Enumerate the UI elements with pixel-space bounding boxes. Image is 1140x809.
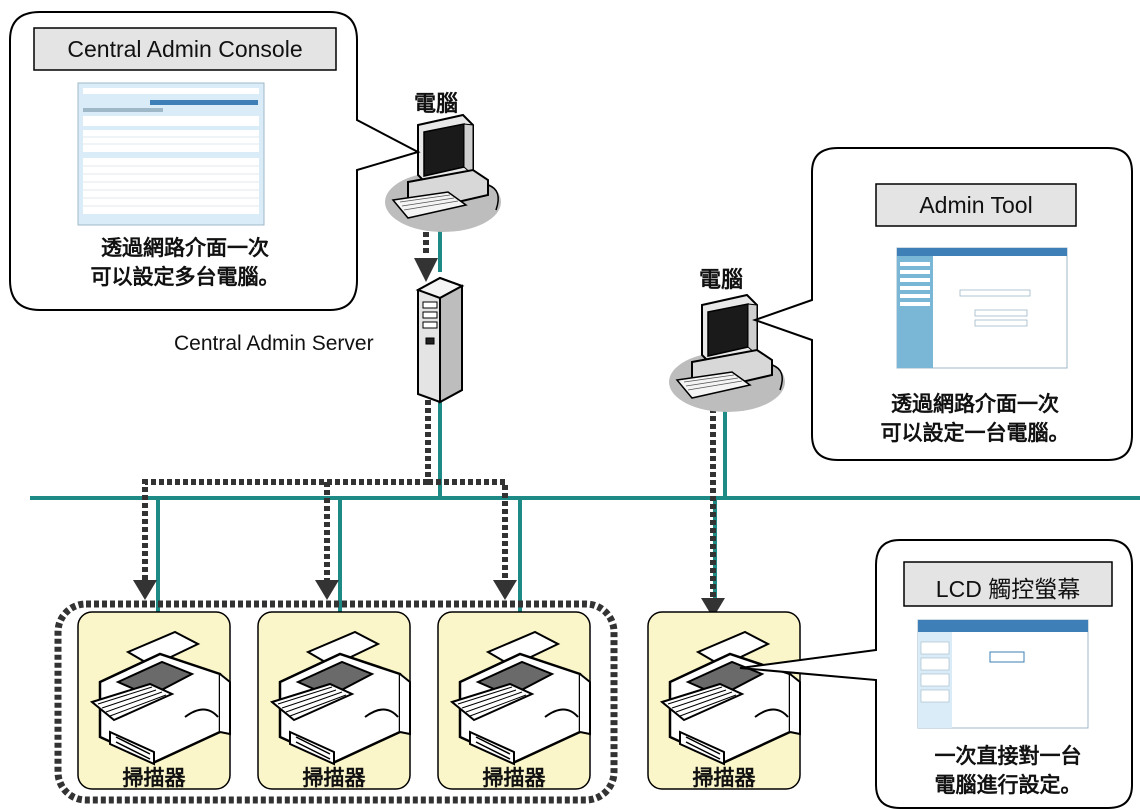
scanner-label-1: 掃描器 (122, 766, 186, 790)
tower-server-icon (415, 276, 465, 404)
console-description-line2: 可以設定多台電腦。 (90, 265, 280, 289)
admin-tool-label: Admin Tool (919, 192, 1033, 218)
down-arrow-icon (133, 258, 725, 618)
console-label: Central Admin Console (67, 36, 303, 62)
scanner-label-4: 掃描器 (692, 766, 756, 790)
scanner-group-outline (54, 600, 618, 804)
scanner-label-2: 掃描器 (302, 766, 366, 790)
console-description-line1: 透過網路介面一次 (101, 236, 269, 260)
admin-tool-screenshot (896, 247, 1068, 369)
admin-tool-description-line1: 透過網路介面一次 (891, 392, 1059, 416)
lcd-label: LCD 觸控螢幕 (935, 576, 1081, 602)
pc2-label: 電腦 (699, 268, 744, 293)
scanner-label-3: 掃描器 (482, 766, 546, 790)
admin-tool-description-line2: 可以設定一台電腦。 (880, 421, 1070, 445)
pc1-label: 電腦 (414, 92, 459, 117)
lcd-description-line2: 電腦進行設定。 (934, 773, 1082, 797)
lcd-description-line1: 一次直接對一台 (934, 744, 1082, 768)
server-label: Central Admin Server (174, 332, 374, 355)
lcd-screenshot (917, 619, 1089, 729)
console-screenshot (77, 82, 265, 226)
control-paths (142, 208, 716, 598)
